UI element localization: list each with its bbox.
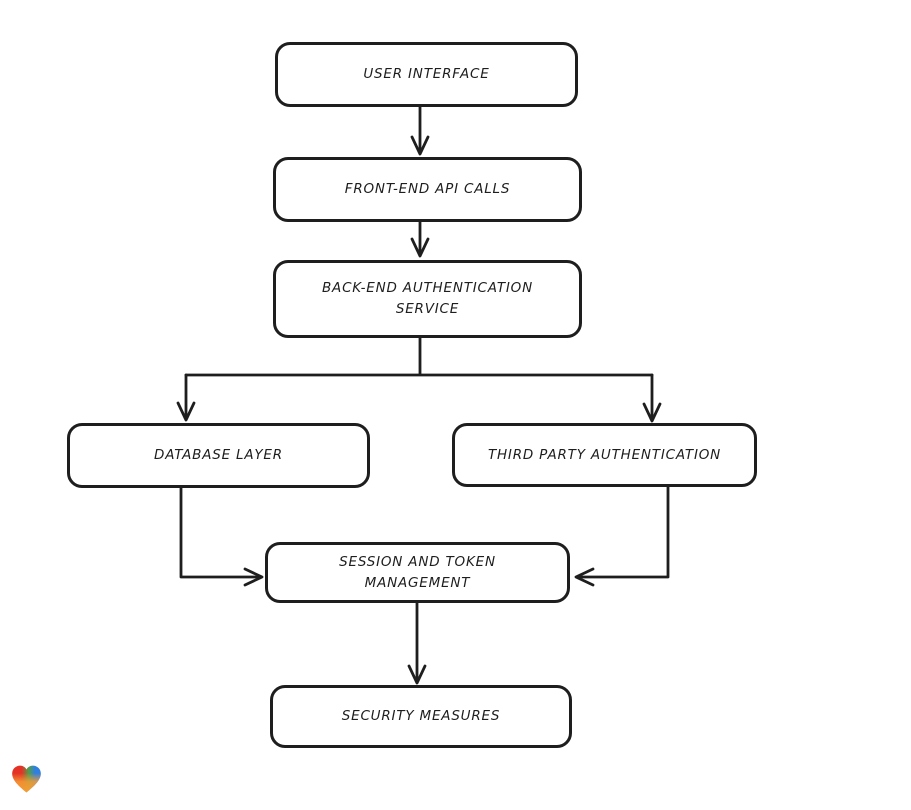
arrowhead-down-icon — [410, 135, 430, 156]
arrowhead-left-icon — [574, 567, 595, 587]
node-session-and-token-management: SESSION AND TOKEN MANAGEMENT — [265, 542, 570, 603]
node-front-end-api-calls-label: FRONT-END API CALLS — [344, 181, 511, 198]
edge-database-to-session — [179, 485, 261, 579]
node-security-measures-label: SECURITY MEASURES — [341, 708, 501, 725]
arrowhead-right-icon — [243, 567, 264, 587]
arrowhead-down-icon — [410, 237, 430, 258]
node-front-end-api-calls: FRONT-END API CALLS — [273, 157, 582, 222]
node-third-party-authentication: THIRD PARTY AUTHENTICATION — [452, 423, 757, 487]
node-user-interface: USER INTERFACE — [275, 42, 578, 107]
node-third-party-authentication-label: THIRD PARTY AUTHENTICATION — [487, 446, 722, 463]
arrowhead-down-icon — [642, 402, 662, 423]
edge-thirdparty-to-session — [577, 484, 670, 579]
node-database-layer: DATABASE LAYER — [67, 423, 370, 488]
node-user-interface-label: USER INTERFACE — [363, 66, 490, 83]
node-session-and-token-management-label: SESSION AND TOKEN MANAGEMENT — [339, 553, 496, 591]
heart-icon — [12, 765, 41, 793]
node-database-layer-label: DATABASE LAYER — [154, 447, 283, 464]
edge-backend-branch — [184, 335, 654, 377]
node-back-end-authentication-service: BACK-END AUTHENTICATION SERVICE — [273, 260, 582, 338]
node-security-measures: SECURITY MEASURES — [270, 685, 572, 748]
arrowhead-down-icon — [407, 664, 427, 685]
lovable-badge[interactable] — [11, 764, 42, 794]
node-back-end-authentication-service-label: BACK-END AUTHENTICATION SERVICE — [321, 280, 533, 317]
arrowhead-down-icon — [176, 401, 196, 422]
